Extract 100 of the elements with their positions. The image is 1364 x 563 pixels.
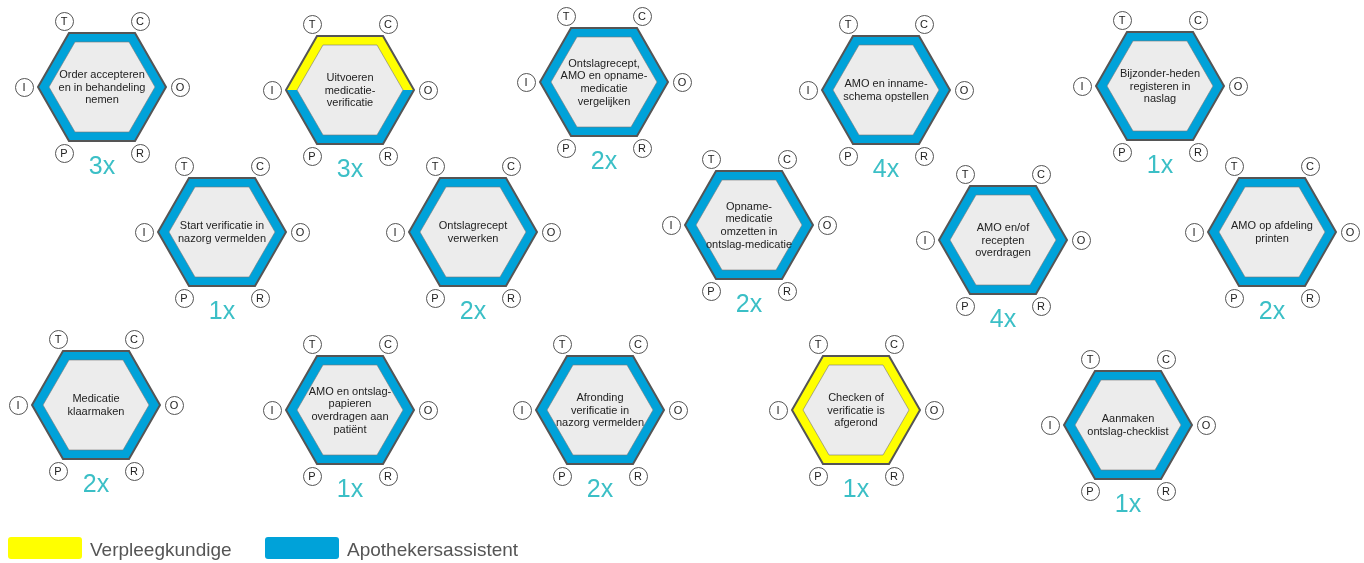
aspect-circle: I: [262, 80, 282, 100]
aspect-circle: T: [701, 149, 721, 169]
aspect-circle: P: [552, 466, 572, 486]
aspect-circle: I: [915, 230, 935, 250]
aspect-circle: O: [668, 400, 688, 420]
aspect-circle: O: [418, 400, 438, 420]
aspect-circle: I: [768, 400, 788, 420]
aspect-circle: T: [1080, 349, 1100, 369]
aspect-circle: I: [798, 80, 818, 100]
aspect-circle: P: [302, 466, 322, 486]
aspect-circle: P: [838, 146, 858, 166]
aspect-circle: C: [130, 11, 150, 31]
function-hexagon: [683, 169, 815, 281]
aspect-circle: I: [512, 400, 532, 420]
function-label: Medicatie klaarmaken: [66, 392, 126, 418]
aspect-circle: T: [425, 156, 445, 176]
count-label: 4x: [871, 154, 901, 182]
aspect-circle: I: [134, 222, 154, 242]
count-label: 1x: [207, 296, 237, 324]
aspect-circle: T: [302, 14, 322, 34]
function-label: Aanmaken ontslag-checklist: [1086, 412, 1170, 438]
aspect-circle: I: [661, 215, 681, 235]
aspect-circle: R: [777, 281, 797, 301]
aspect-circle: T: [556, 6, 576, 26]
aspect-circle: C: [1031, 164, 1051, 184]
count-label: 2x: [589, 146, 619, 174]
aspect-circle: T: [174, 156, 194, 176]
aspect-circle: R: [1300, 288, 1320, 308]
function-label: Bijzonder-heden registeren in naslag: [1118, 67, 1202, 105]
aspect-circle: C: [1188, 10, 1208, 30]
aspect-circle: O: [924, 400, 944, 420]
aspect-circle: R: [914, 146, 934, 166]
aspect-circle: P: [1224, 288, 1244, 308]
aspect-circle: T: [808, 334, 828, 354]
count-label: 2x: [458, 296, 488, 324]
function-label: Afronding verificatie in nazorg vermelden: [555, 391, 645, 429]
function-hexagon: [407, 176, 539, 288]
aspect-circle: O: [1340, 222, 1360, 242]
aspect-circle: P: [808, 466, 828, 486]
aspect-circle: R: [124, 461, 144, 481]
function-hexagon: [30, 349, 162, 461]
function-hexagon: [1094, 30, 1226, 142]
function-hexagon: [36, 31, 168, 143]
aspect-circle: I: [1184, 222, 1204, 242]
aspect-circle: T: [54, 11, 74, 31]
aspect-circle: P: [54, 143, 74, 163]
function-label: AMO en ontslag-papieren overdragen aan patiënt: [307, 384, 393, 436]
aspect-circle: O: [170, 77, 190, 97]
aspect-circle: P: [48, 461, 68, 481]
aspect-circle: R: [632, 138, 652, 158]
count-label: 1x: [335, 474, 365, 502]
function-label: AMO en/of recepten overdragen: [974, 221, 1032, 259]
aspect-circle: P: [1080, 481, 1100, 501]
function-label: Checken of verificatie is afgerond: [826, 391, 886, 429]
aspect-circle: P: [174, 288, 194, 308]
aspect-circle: T: [955, 164, 975, 184]
function-hexagon: [284, 354, 416, 466]
aspect-circle: R: [378, 146, 398, 166]
aspect-circle: I: [14, 77, 34, 97]
aspect-circle: C: [632, 6, 652, 26]
aspect-circle: C: [378, 14, 398, 34]
count-label: 2x: [734, 289, 764, 317]
aspect-circle: O: [418, 80, 438, 100]
count-label: 2x: [1257, 296, 1287, 324]
aspect-circle: P: [701, 281, 721, 301]
aspect-circle: R: [1031, 296, 1051, 316]
count-label: 2x: [81, 469, 111, 497]
function-label: Ontslagrecept verwerken: [437, 219, 509, 245]
aspect-circle: C: [501, 156, 521, 176]
function-hexagon: [937, 184, 1069, 296]
aspect-circle: I: [1040, 415, 1060, 435]
count-label: 1x: [1113, 489, 1143, 517]
count-label: 3x: [87, 151, 117, 179]
function-label: AMO op afdeling printen: [1230, 219, 1314, 245]
aspect-circle: C: [1156, 349, 1176, 369]
aspect-circle: R: [1156, 481, 1176, 501]
aspect-circle: O: [1228, 76, 1248, 96]
function-label: Order accepteren en in behandeling nemen: [57, 68, 147, 106]
function-hexagon: [284, 34, 416, 146]
aspect-circle: O: [672, 72, 692, 92]
aspect-circle: I: [516, 72, 536, 92]
function-label: Opname-medicatie omzetten in ontslag-medicatie: [704, 199, 794, 251]
aspect-circle: T: [48, 329, 68, 349]
function-hexagon: [538, 26, 670, 138]
aspect-circle: O: [541, 222, 561, 242]
aspect-circle: R: [501, 288, 521, 308]
aspect-circle: C: [250, 156, 270, 176]
aspect-circle: R: [1188, 142, 1208, 162]
aspect-circle: R: [130, 143, 150, 163]
function-hexagon: [156, 176, 288, 288]
count-label: 2x: [585, 474, 615, 502]
aspect-circle: T: [302, 334, 322, 354]
function-label: AMO en inname-schema opstellen: [842, 77, 930, 103]
aspect-circle: O: [290, 222, 310, 242]
aspect-circle: C: [914, 14, 934, 34]
aspect-circle: T: [1224, 156, 1244, 176]
count-label: 1x: [841, 474, 871, 502]
function-label: Uitvoeren medicatie-verificatie: [323, 71, 377, 109]
function-hexagon: [820, 34, 952, 146]
aspect-circle: T: [1112, 10, 1132, 30]
